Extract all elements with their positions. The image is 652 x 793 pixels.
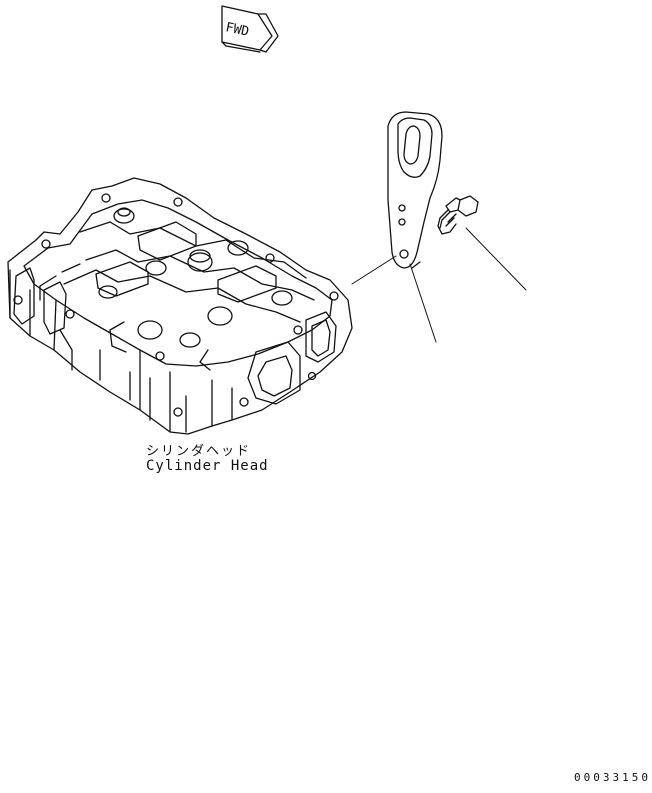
drawing-number: 00033150: [574, 771, 651, 784]
fwd-arrow-text: FWD: [224, 20, 250, 40]
fwd-arrow-icon: FWD: [221, 5, 279, 53]
cylinder-head-label-en: Cylinder Head: [146, 458, 269, 474]
callout-lines: [351, 227, 527, 343]
bracket-drawing: [387, 111, 443, 269]
cylinder-head-label-jp: シリンダヘッド: [146, 444, 252, 459]
cylinder-head-drawing: [7, 177, 353, 435]
bolt-drawing: [437, 195, 479, 235]
